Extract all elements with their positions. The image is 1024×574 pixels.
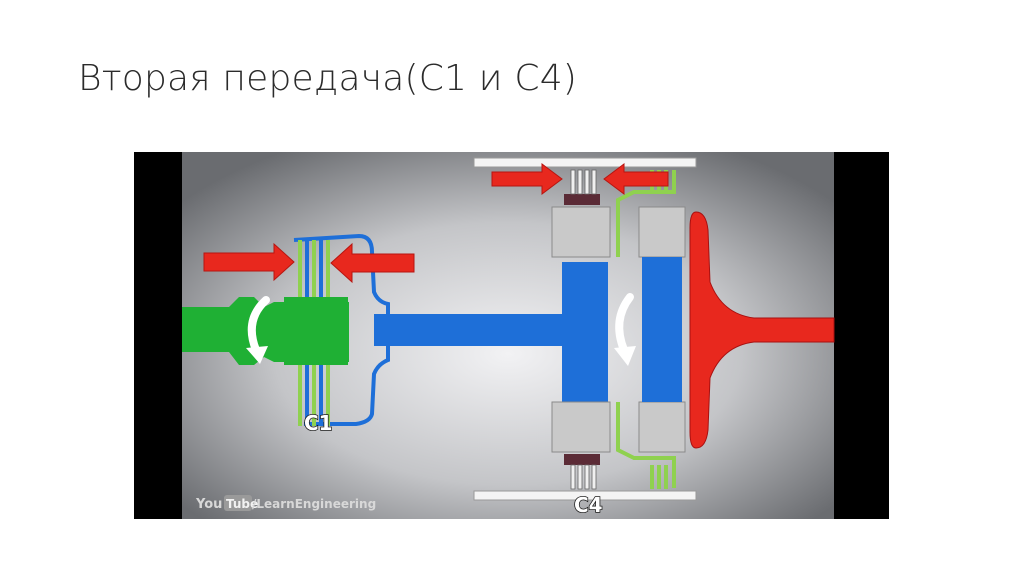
channel-name: /LearnEngineering — [252, 497, 376, 511]
pressure-arrow-left — [330, 242, 415, 284]
slide-title: Вторая передача(C1 и C4) — [78, 58, 578, 99]
c4-pressure-arrow-right — [491, 163, 563, 195]
youtube-logo-you: You — [195, 497, 222, 512]
intermediate-shaft — [374, 262, 608, 402]
video-frame: C1 C4 You Tube /LearnEngineering — [134, 152, 889, 519]
transmission-diagram: C1 C4 You Tube /LearnEngineering — [134, 152, 889, 519]
clutch-c1 — [203, 233, 415, 426]
c4-pack-top — [564, 194, 600, 205]
rotation-arrow-icon — [614, 293, 636, 366]
pressure-arrow-right — [203, 242, 295, 282]
rotation-arrow-icon — [246, 296, 270, 364]
c1-label: C1 — [304, 411, 333, 435]
c4-bottom-plate — [473, 490, 697, 501]
youtube-logo-tube: Tube — [226, 497, 258, 511]
output-shaft — [689, 211, 835, 449]
c4-label: C4 — [574, 493, 603, 517]
c4-pack-bottom — [564, 454, 600, 465]
c4-top-plate — [473, 157, 697, 168]
clutch-c4 — [473, 157, 697, 501]
youtube-logo-badge — [224, 495, 252, 511]
youtube-watermark: You Tube /LearnEngineering — [195, 495, 376, 512]
c4-pressure-arrow-left — [603, 163, 669, 195]
